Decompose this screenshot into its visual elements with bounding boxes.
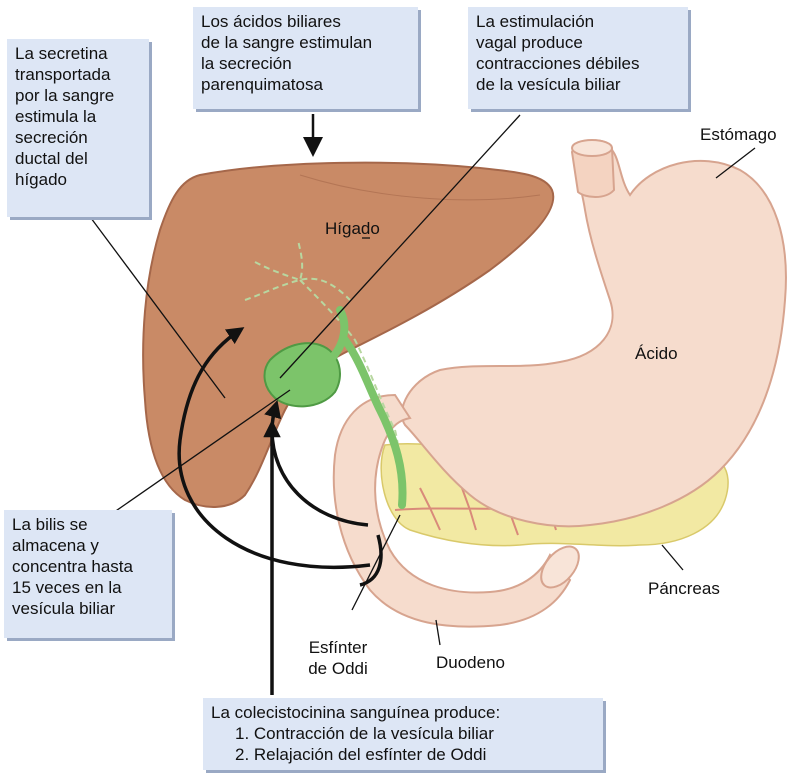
secretin-line: secreción bbox=[15, 127, 141, 148]
secretin-callout: La secretina transportada por la sangre … bbox=[7, 39, 149, 217]
bile-acids-line: la secreción bbox=[201, 53, 410, 74]
duodenum-label: Duodeno bbox=[436, 652, 505, 673]
vagal-line: contracciones débiles bbox=[476, 53, 680, 74]
vagal-line: de la vesícula biliar bbox=[476, 74, 680, 95]
secretin-line: estimula la bbox=[15, 106, 141, 127]
secretin-line: hígado bbox=[15, 169, 141, 190]
secretin-line: transportada bbox=[15, 64, 141, 85]
bile-acids-callout: Los ácidos biliares de la sangre estimul… bbox=[193, 7, 418, 109]
acid-label: Ácido bbox=[635, 343, 678, 364]
bile-acids-line: parenquimatosa bbox=[201, 74, 410, 95]
bile-storage-line: almacena y bbox=[12, 535, 164, 556]
bile-storage-callout: La bilis se almacena y concentra hasta 1… bbox=[4, 510, 172, 638]
pancreas-label: Páncreas bbox=[648, 578, 720, 599]
sphincter-label-line: Esfínter bbox=[298, 637, 378, 658]
bile-acids-line: Los ácidos biliares bbox=[201, 11, 410, 32]
cck-item: 2. Relajación del esfínter de Oddi bbox=[211, 744, 595, 765]
vagal-line: La estimulación bbox=[476, 11, 680, 32]
stomach-label: Estómago bbox=[700, 124, 777, 145]
vagal-line: vagal produce bbox=[476, 32, 680, 53]
cck-title: La colecistocinina sanguínea produce: bbox=[211, 702, 595, 723]
bile-storage-line: vesícula biliar bbox=[12, 598, 164, 619]
liver-label: Hígado bbox=[325, 218, 380, 239]
bile-storage-line: La bilis se bbox=[12, 514, 164, 535]
secretin-line: La secretina bbox=[15, 43, 141, 64]
bile-storage-line: concentra hasta bbox=[12, 556, 164, 577]
secretin-line: ductal del bbox=[15, 148, 141, 169]
bile-acids-line: de la sangre estimulan bbox=[201, 32, 410, 53]
cck-item: 1. Contracción de la vesícula biliar bbox=[211, 723, 595, 744]
sphincter-label-line: de Oddi bbox=[298, 658, 378, 679]
cck-callout: La colecistocinina sanguínea produce: 1.… bbox=[203, 698, 603, 770]
sphincter-label: Esfínter de Oddi bbox=[298, 637, 378, 679]
secretin-line: por la sangre bbox=[15, 85, 141, 106]
bile-storage-line: 15 veces en la bbox=[12, 577, 164, 598]
vagal-callout: La estimulación vagal produce contraccio… bbox=[468, 7, 688, 109]
